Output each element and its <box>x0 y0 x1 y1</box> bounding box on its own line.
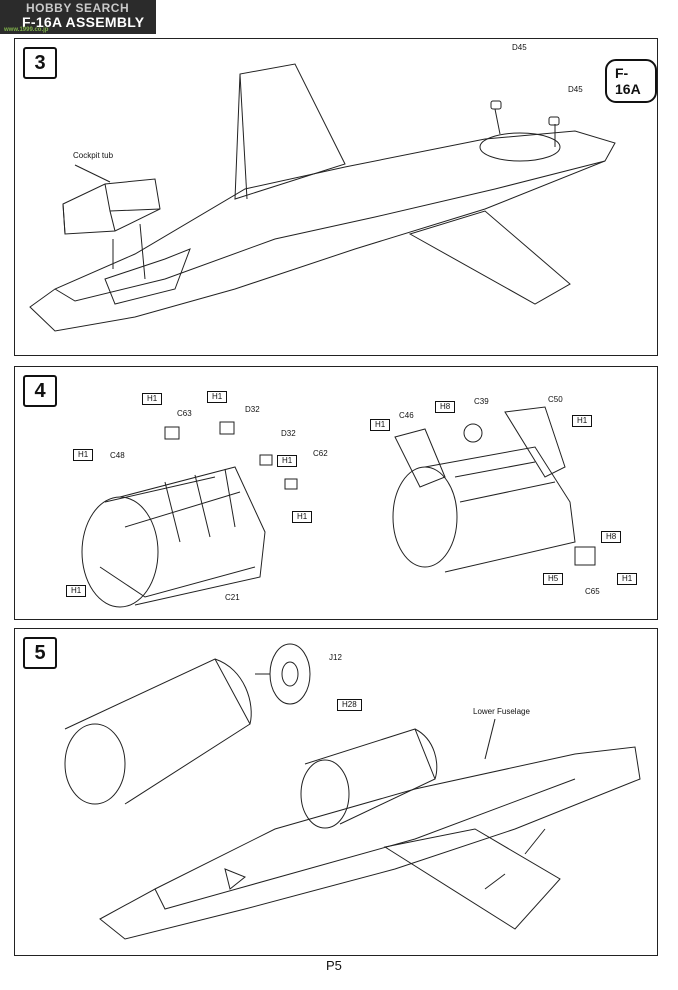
label-j12: J12 <box>329 653 342 662</box>
callout-h1-f: H1 <box>66 585 87 597</box>
step-4-panel: 4 H1 C63 H1 D32 D32 H1 C62 H1 H1 C48 H1 … <box>14 366 658 620</box>
callout-h1-c: H1 <box>277 455 298 467</box>
step-5-number: 5 <box>23 637 57 669</box>
step-3-number: 3 <box>23 47 57 79</box>
label-c39: C39 <box>474 397 489 406</box>
version-tag: F-16A <box>605 59 657 103</box>
callout-h28: H28 <box>337 699 362 711</box>
callout-h1-d: H1 <box>292 511 313 523</box>
label-c46: C46 <box>399 411 414 420</box>
label-c50: C50 <box>548 395 563 404</box>
label-d45-b: D45 <box>568 85 583 94</box>
callout-h8-b: H8 <box>601 531 622 543</box>
callout-h5: H5 <box>543 573 564 585</box>
callout-h1-a: H1 <box>142 393 163 405</box>
watermark: HOBBY SEARCH <box>26 1 130 15</box>
watermark-url: www.1999.co.jp <box>4 27 49 33</box>
callout-h1-i: H1 <box>617 573 638 585</box>
intake-drawing <box>81 406 596 608</box>
label-cockpit-tub: Cockpit tub <box>73 151 114 160</box>
label-lower-fuselage: Lower Fuselage <box>473 707 530 716</box>
step-3-panel: 3 F-16A Cockpit tub D45 D45 <box>14 38 658 356</box>
step-5-panel: 5 J12 H28 Lower Fuselage <box>14 628 658 956</box>
label-c63: C63 <box>177 409 192 418</box>
callout-h1-g: H1 <box>370 419 391 431</box>
callout-h1-h: H1 <box>572 415 593 427</box>
label-d32-a: D32 <box>245 405 260 414</box>
page-number: P5 <box>326 958 342 973</box>
label-d45-a: D45 <box>512 43 527 52</box>
header-title: F-16A ASSEMBLY <box>22 14 145 30</box>
fuselage-drawing <box>29 63 616 332</box>
assembly-header: HOBBY SEARCH F-16A ASSEMBLY www.1999.co.… <box>0 0 156 34</box>
label-c48: C48 <box>110 451 125 460</box>
label-c65: C65 <box>585 587 600 596</box>
callout-h1-e: H1 <box>73 449 94 461</box>
callout-h1-b: H1 <box>207 391 228 403</box>
label-d32-b: D32 <box>281 429 296 438</box>
label-c62: C62 <box>313 449 328 458</box>
label-c21: C21 <box>225 593 240 602</box>
step-4-number: 4 <box>23 375 57 407</box>
callout-h8-a: H8 <box>435 401 456 413</box>
lower-fuselage-drawing <box>64 643 641 940</box>
